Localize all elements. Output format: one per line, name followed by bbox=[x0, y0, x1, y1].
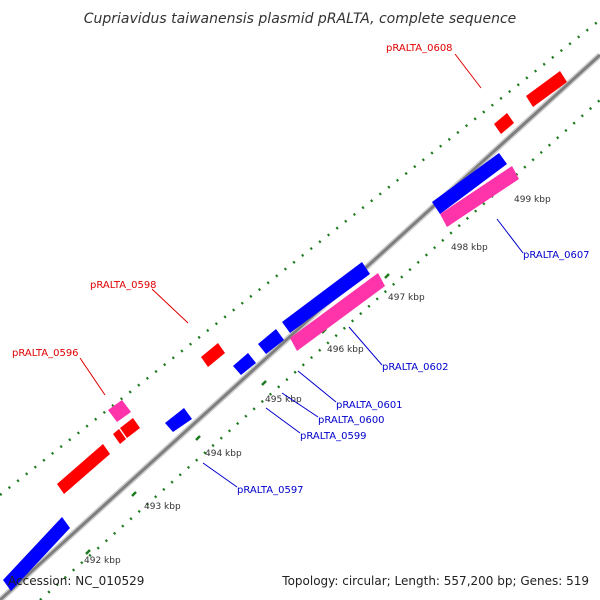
gene-arrow-blue[interactable] bbox=[233, 353, 256, 375]
leader-line bbox=[265, 407, 301, 434]
gene-arrow-blue[interactable] bbox=[432, 153, 507, 214]
topology-summary-text: Topology: circular; Length: 557,200 bp; … bbox=[281, 574, 589, 588]
leader-line bbox=[281, 392, 319, 418]
tick-label-494: 494 kbp bbox=[205, 449, 242, 459]
gene-label-pRALTA_0608[interactable]: pRALTA_0608 bbox=[386, 43, 453, 54]
inner-track-line bbox=[39, 99, 600, 600]
gene-arrow-red[interactable] bbox=[120, 418, 140, 438]
gene-label-pRALTA_0601[interactable]: pRALTA_0601 bbox=[336, 400, 403, 411]
gene-arrow-blue[interactable] bbox=[3, 517, 70, 591]
rna-feature-pink[interactable] bbox=[108, 400, 131, 422]
leader-line bbox=[202, 462, 238, 488]
sequence-backbone-core bbox=[0, 53, 600, 600]
leader-line bbox=[297, 370, 337, 403]
gene-arrow-blue[interactable] bbox=[282, 262, 370, 333]
tick-label-492: 492 kbp bbox=[84, 556, 121, 566]
outer-track-line bbox=[0, 19, 600, 496]
tick-mark bbox=[195, 435, 201, 441]
gene-arrow-red[interactable] bbox=[201, 343, 225, 367]
tick-label-495: 495 kbp bbox=[265, 395, 302, 405]
tick-label-496: 496 kbp bbox=[327, 345, 364, 355]
gene-label-pRALTA_0597[interactable]: pRALTA_0597 bbox=[237, 485, 304, 496]
rna-feature-pink[interactable] bbox=[290, 273, 385, 351]
gene-arrow-red[interactable] bbox=[494, 113, 514, 134]
gene-label-pRALTA_0600[interactable]: pRALTA_0600 bbox=[318, 415, 385, 426]
tick-mark bbox=[261, 380, 267, 386]
tick-label-499: 499 kbp bbox=[514, 195, 551, 205]
gene-label-pRALTA_0602[interactable]: pRALTA_0602 bbox=[382, 362, 449, 373]
gene-label-pRALTA_0607[interactable]: pRALTA_0607 bbox=[523, 250, 590, 261]
leader-line bbox=[454, 53, 482, 89]
tick-label-493: 493 kbp bbox=[144, 502, 181, 512]
leader-line bbox=[348, 326, 383, 366]
forward-genes bbox=[57, 71, 567, 494]
tick-label-498: 498 kbp bbox=[451, 243, 488, 253]
gene-arrow-red[interactable] bbox=[526, 71, 567, 107]
tick-mark bbox=[85, 549, 91, 555]
map-title: Cupriavidus taiwanensis plasmid pRALTA, … bbox=[84, 11, 517, 27]
leader-line bbox=[79, 357, 106, 396]
accession-text: Accession: NC_010529 bbox=[8, 574, 144, 588]
tick-mark bbox=[131, 491, 137, 497]
gene-label-pRALTA_0599[interactable]: pRALTA_0599 bbox=[300, 431, 367, 442]
gene-arrow-red[interactable] bbox=[57, 444, 110, 494]
leader-line bbox=[151, 288, 189, 324]
tick-mark bbox=[384, 273, 390, 279]
gene-arrow-blue[interactable] bbox=[258, 329, 284, 354]
tick-label-497: 497 kbp bbox=[388, 293, 425, 303]
gene-arrow-red[interactable] bbox=[113, 429, 126, 444]
gene-label-pRALTA_0596[interactable]: pRALTA_0596 bbox=[12, 348, 79, 359]
reverse-genes bbox=[3, 153, 507, 591]
gene-arrow-blue[interactable] bbox=[165, 408, 192, 432]
gene-label-pRALTA_0598[interactable]: pRALTA_0598 bbox=[90, 280, 157, 291]
leader-line bbox=[496, 218, 524, 254]
rna-feature-pink[interactable] bbox=[440, 166, 519, 227]
label-leader-lines bbox=[79, 53, 524, 488]
rna-features bbox=[108, 166, 519, 422]
